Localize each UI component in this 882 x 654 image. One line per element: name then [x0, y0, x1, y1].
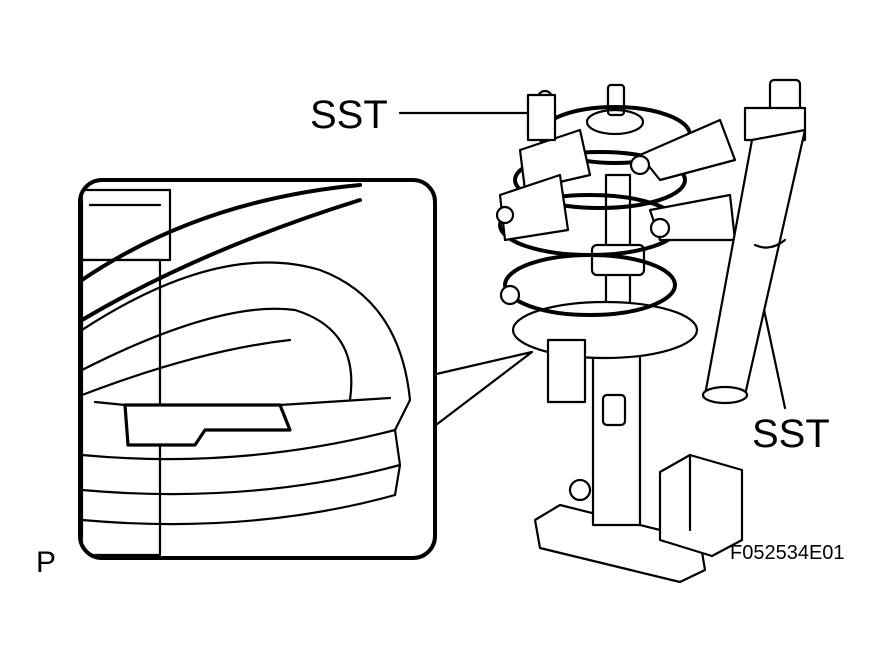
vise-block: [658, 453, 744, 558]
strut-tube: [591, 348, 642, 527]
sst-label-top: SST: [310, 93, 388, 137]
spring-compressor-hook: [498, 173, 570, 242]
compressor-rod: [546, 338, 587, 404]
coil-spring-winding: [513, 150, 687, 210]
leader-line-sst-right: [761, 303, 787, 410]
detail-inset: [78, 178, 534, 560]
spring-compressor-hook: [518, 128, 592, 192]
figure-code: F052534E01: [730, 542, 845, 564]
mounting-bracket: [533, 503, 707, 584]
sst-label-right: SST: [752, 412, 830, 456]
strut-assembly: [495, 83, 744, 584]
view-letter: P: [36, 546, 57, 579]
special-service-tool-post: [701, 78, 807, 405]
callout-pointer: [430, 350, 534, 430]
spring-compressor-hook: [638, 118, 737, 182]
compressor-rod: [526, 93, 557, 142]
